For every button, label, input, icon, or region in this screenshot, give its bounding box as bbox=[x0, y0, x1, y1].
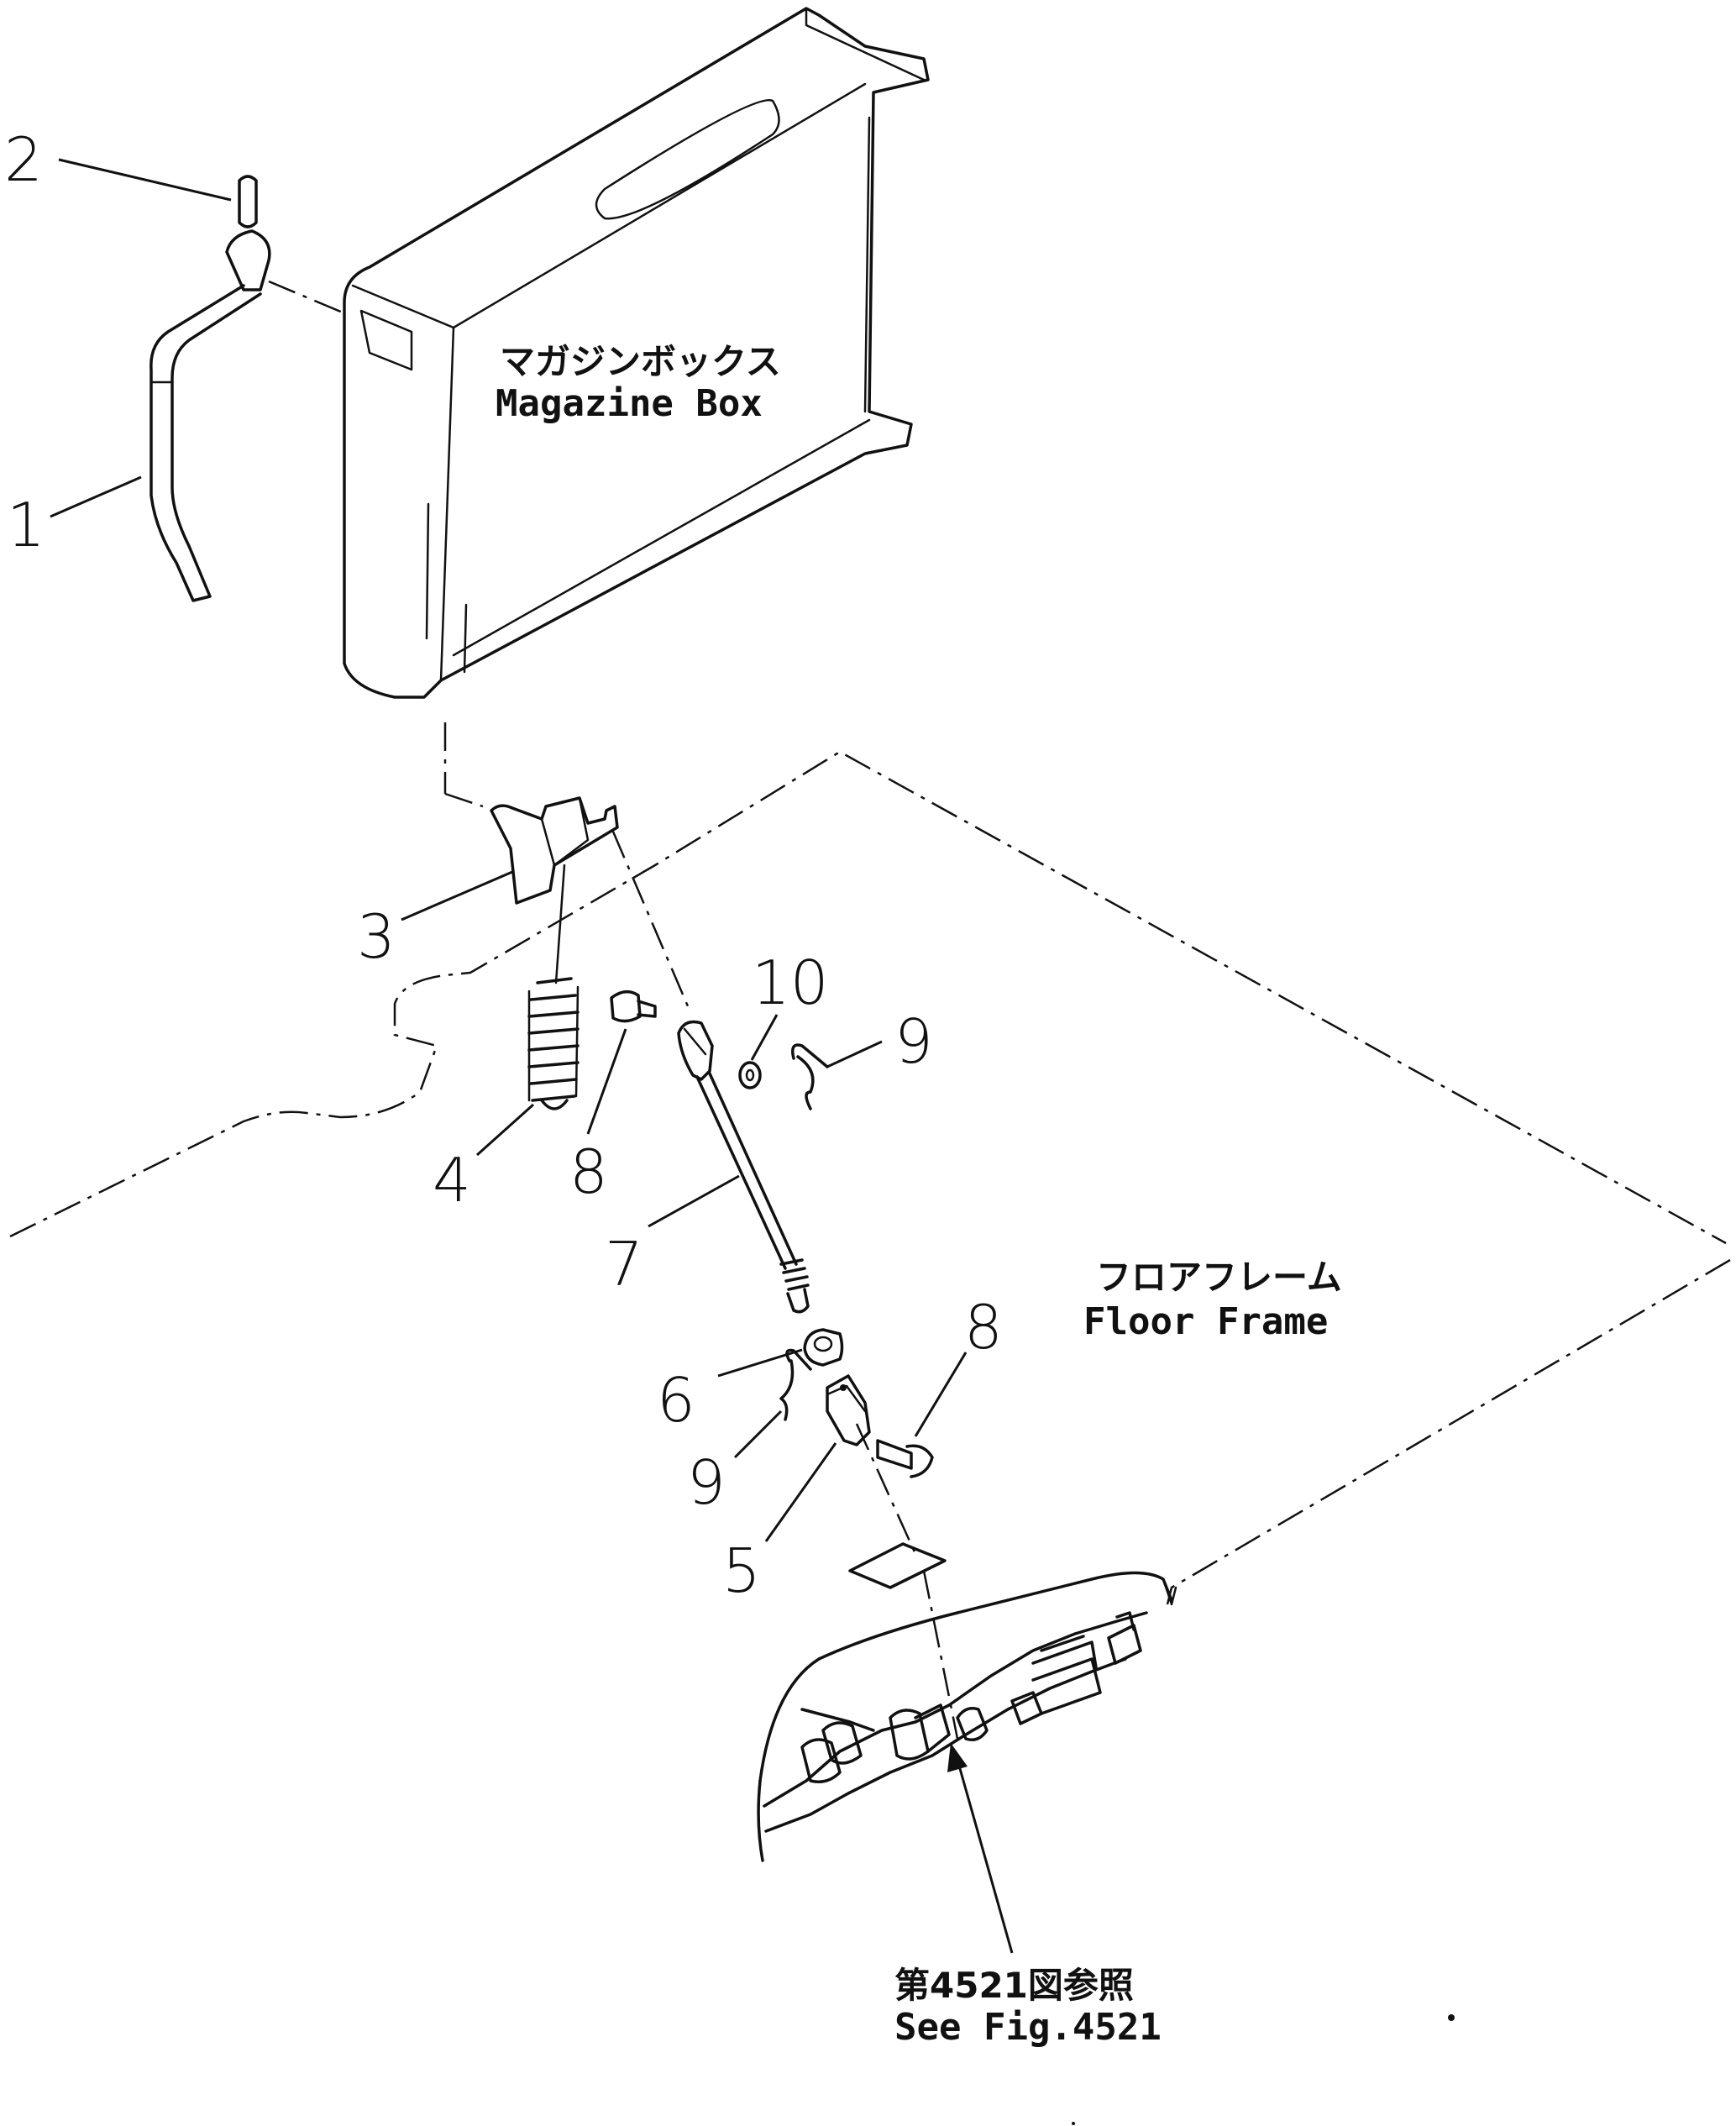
callout-6: 6 bbox=[657, 1365, 695, 1436]
center-lines bbox=[268, 280, 959, 1740]
part-4-spring: 4 bbox=[433, 864, 580, 1215]
floor-frame bbox=[9, 750, 1731, 1605]
reference-label: 第4521図参照 See Fig.4521 bbox=[894, 1965, 1162, 2049]
reference-label-en: See Fig.4521 bbox=[894, 2006, 1162, 2049]
callout-1: 1 bbox=[7, 490, 45, 560]
callout-7: 7 bbox=[605, 1229, 643, 1299]
stray-dot bbox=[1072, 2122, 1075, 2125]
part-6-nut: 6 bbox=[657, 1328, 844, 1436]
floor-frame-label-jp: フロアフレーム bbox=[1096, 1257, 1342, 1298]
callout-10: 10 bbox=[752, 948, 829, 1018]
callout-2: 2 bbox=[4, 124, 43, 195]
part-7-rod: 7 bbox=[605, 1020, 810, 1314]
lower-assembly bbox=[757, 1571, 1177, 1862]
floor-frame-label: フロアフレーム Floor Frame bbox=[1083, 1257, 1342, 1343]
floor-frame-label-en: Floor Frame bbox=[1083, 1300, 1328, 1343]
reference-label-jp: 第4521図参照 bbox=[894, 1965, 1134, 2006]
callout-9-upper: 9 bbox=[894, 1006, 933, 1077]
part-3-bracket: 3 bbox=[357, 796, 619, 972]
callout-9-lower: 9 bbox=[687, 1447, 726, 1518]
part-5-clevis: 5 bbox=[722, 1374, 871, 1606]
magazine-box bbox=[343, 7, 930, 699]
callout-5: 5 bbox=[722, 1535, 761, 1606]
part-8-bolt-upper: 8 bbox=[569, 990, 657, 1207]
callout-3: 3 bbox=[357, 901, 396, 972]
magazine-box-label-en: Magazine Box bbox=[496, 382, 763, 425]
part-9-clip-upper: 9 bbox=[791, 1006, 933, 1110]
reference-arrow bbox=[947, 1743, 1014, 1954]
part-2-pin: 2 bbox=[4, 124, 258, 228]
part-9-clip-lower: 9 bbox=[687, 1348, 812, 1518]
mounting-plate bbox=[848, 1542, 947, 1589]
callout-8-upper: 8 bbox=[569, 1136, 608, 1207]
part-1-lever: 1 bbox=[7, 229, 271, 602]
callout-8-lower: 8 bbox=[964, 1292, 1003, 1362]
part-8-bolt-lower: 8 bbox=[876, 1292, 1003, 1478]
magazine-box-label: マガジンボックス Magazine Box bbox=[496, 341, 781, 425]
stray-dot bbox=[1448, 2014, 1455, 2021]
callout-4: 4 bbox=[433, 1145, 471, 1215]
magazine-box-label-jp: マガジンボックス bbox=[500, 341, 781, 382]
part-10-washer: 10 bbox=[738, 948, 829, 1089]
